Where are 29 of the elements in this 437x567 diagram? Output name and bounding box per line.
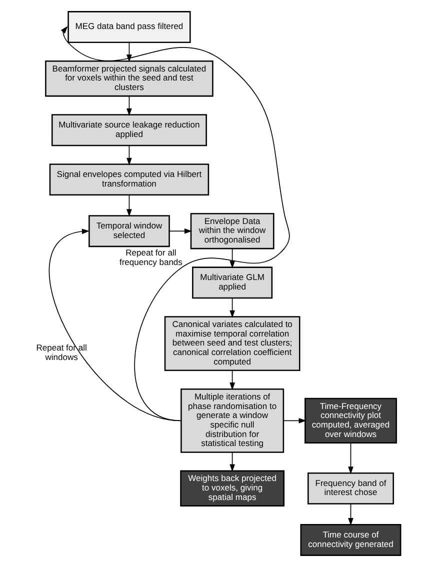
arrow (230, 248, 235, 269)
arrow (60, 26, 290, 422)
arrow (169, 228, 192, 234)
edge-label: Repeat for all windows (36, 342, 87, 362)
arrow (348, 504, 354, 526)
arrow (49, 228, 181, 422)
node-box: MEG data band pass filtered (68, 11, 191, 43)
arrow (230, 370, 235, 390)
node-box: Multivariate GLM applied (192, 266, 273, 299)
arrow (126, 42, 132, 62)
arrow (126, 194, 132, 217)
node-box: Time course of connectivity generated (300, 524, 402, 556)
node-box: Canonical variates calculated to maximise temporal correlation between seed and test clusters; canonical correlation coefficient computed (164, 316, 300, 372)
arrow (126, 145, 132, 166)
node-box: Frequency band of interest chose (308, 472, 394, 504)
node-box: Beamformer projected signals calculated for voxels within the seed and test clusters (45, 60, 214, 97)
node-box: Signal envelopes computed via Hilbert transformation (49, 164, 210, 196)
node-box: Envelope Data within the window orthogonalised (190, 213, 274, 250)
arrow (348, 442, 354, 474)
node-box: Multivariate source leakage reduction applied (51, 114, 207, 146)
node-box: Temporal window selected (88, 215, 170, 248)
arrow (230, 452, 235, 472)
arrow (283, 418, 306, 424)
node-box: Multiple iterations of phase randomisation to generate a window specific null distribution for statistical testing (180, 388, 284, 453)
node-box: Weights back projected to voxels, giving spatial maps (180, 470, 284, 507)
node-box: Time-Frequency connectivity plot computed, averaged over windows (304, 398, 397, 444)
edge-label: Repeat for all frequency bands (119, 247, 182, 267)
arrow (126, 96, 132, 116)
arrow (230, 298, 235, 318)
